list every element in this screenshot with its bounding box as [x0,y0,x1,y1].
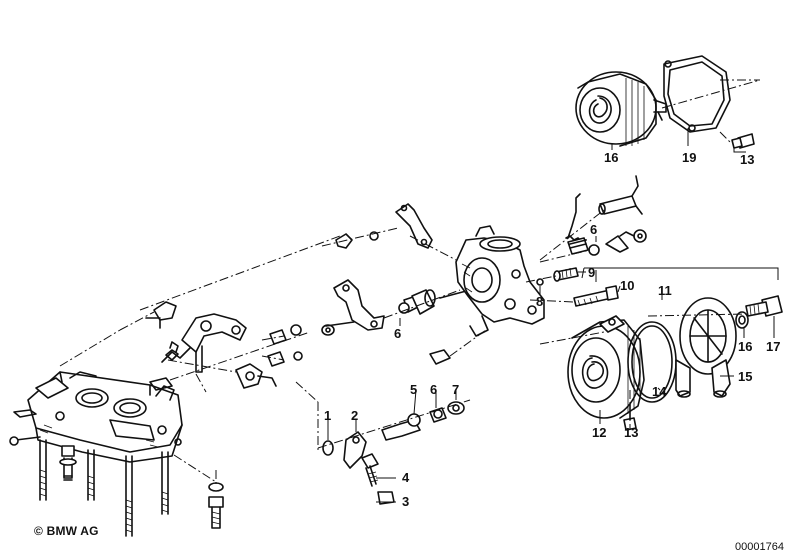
callout-3: 3 [402,494,409,509]
choke-housing [429,225,545,365]
callout-14: 14 [652,384,667,399]
callout-4: 4 [402,470,410,485]
body-hardware [9,409,224,529]
carburettor-body [27,371,183,463]
callout-19: 19 [682,150,696,165]
choke-assembly-lower [567,295,783,431]
callout-11: 11 [658,283,672,298]
screws-8-9-10 [525,267,619,307]
callout-9: 9 [588,265,595,280]
assembly-axis-lines [59,79,760,393]
bracket-levers [321,203,461,331]
choke-cover-top [575,55,761,149]
document-number: 00001764 [735,541,784,553]
callout-6-lower: 6 [430,382,437,397]
callout-6-middle: 6 [394,326,401,341]
callout-16: 16 [738,339,752,354]
callout-1: 1 [324,408,331,423]
callout-10: 10 [620,278,634,293]
callout-2: 2 [351,408,358,423]
leader-lines [327,128,779,503]
throttle-lever-assembly [119,301,247,391]
copyright-notice: © BMW AG [34,524,99,538]
callout-8: 8 [536,294,543,309]
callout-15: 15 [738,369,752,384]
linkage-small-parts [235,324,335,389]
callout-7: 7 [452,382,459,397]
callout-labels: 16 19 13 6 9 8 10 11 6 5 6 7 1 2 4 3 14 … [324,150,780,509]
mounting-studs [39,439,169,537]
callout-13-lower: 13 [624,425,638,440]
callout-6-right: 6 [590,222,597,237]
lever-cluster-right [539,229,647,263]
shaft-bushes [383,289,471,319]
spring-and-pin [539,175,643,261]
callout-12: 12 [592,425,606,440]
lower-linkage-parts [295,381,471,505]
callout-17: 17 [766,339,780,354]
callout-18: 16 [604,150,618,165]
callout-13-top: 13 [740,152,754,167]
callout-5: 5 [410,382,417,397]
